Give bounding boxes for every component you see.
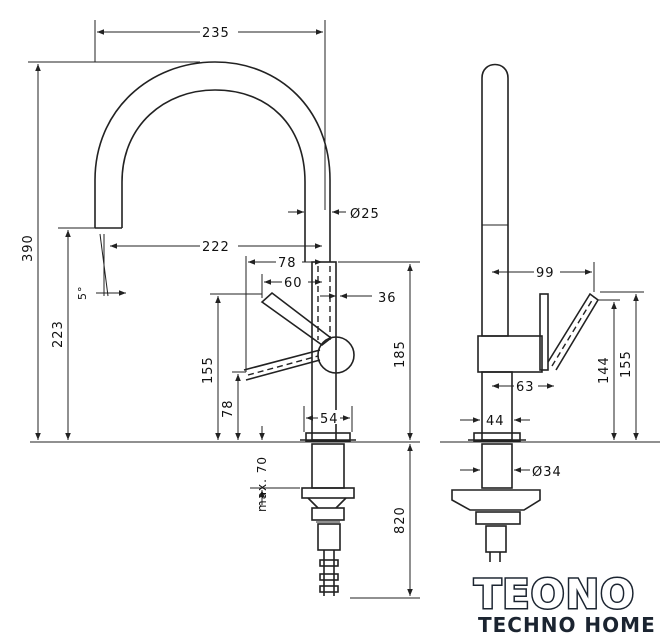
dim-235: 235 xyxy=(202,26,230,41)
logo-main-text: TEONO xyxy=(474,572,635,618)
dim-63: 63 xyxy=(516,380,535,395)
mounting-shank xyxy=(311,443,345,489)
dim-390: 390 xyxy=(21,234,36,262)
lever-hub xyxy=(317,336,355,374)
side-spout xyxy=(481,63,509,337)
dim-185: 185 xyxy=(393,340,408,368)
dim-54: 54 xyxy=(320,412,339,427)
dim-144: 144 xyxy=(597,356,612,384)
logo-sub-text: TECHNO HOME xyxy=(478,613,656,637)
front-view xyxy=(30,61,420,596)
side-view xyxy=(440,63,660,562)
dim-78-top: 78 xyxy=(278,256,297,271)
dim-max70: max. 70 xyxy=(255,456,269,512)
dim-36: 36 xyxy=(378,291,397,306)
dimensions: 235 390 223 5° Ø25 222 78 60 36 xyxy=(21,20,644,599)
dim-99: 99 xyxy=(536,266,555,281)
dim-155-left: 155 xyxy=(201,356,216,384)
dim-44: 44 xyxy=(486,414,505,429)
side-lever xyxy=(547,292,600,371)
dim-angle: 5° xyxy=(76,286,89,301)
lever-handle xyxy=(260,291,333,346)
dim-820: 820 xyxy=(393,506,408,534)
dim-223: 223 xyxy=(51,320,66,348)
dim-d34: Ø34 xyxy=(532,465,562,480)
logo: TEONO TECHNO HOME xyxy=(473,571,656,638)
dim-60: 60 xyxy=(284,276,303,291)
dim-155-right: 155 xyxy=(619,350,634,378)
dim-d25: Ø25 xyxy=(350,207,380,222)
dim-222: 222 xyxy=(202,240,230,255)
spout-inner xyxy=(121,89,306,262)
dim-78-left: 78 xyxy=(221,399,236,418)
spout-outer xyxy=(94,61,331,262)
